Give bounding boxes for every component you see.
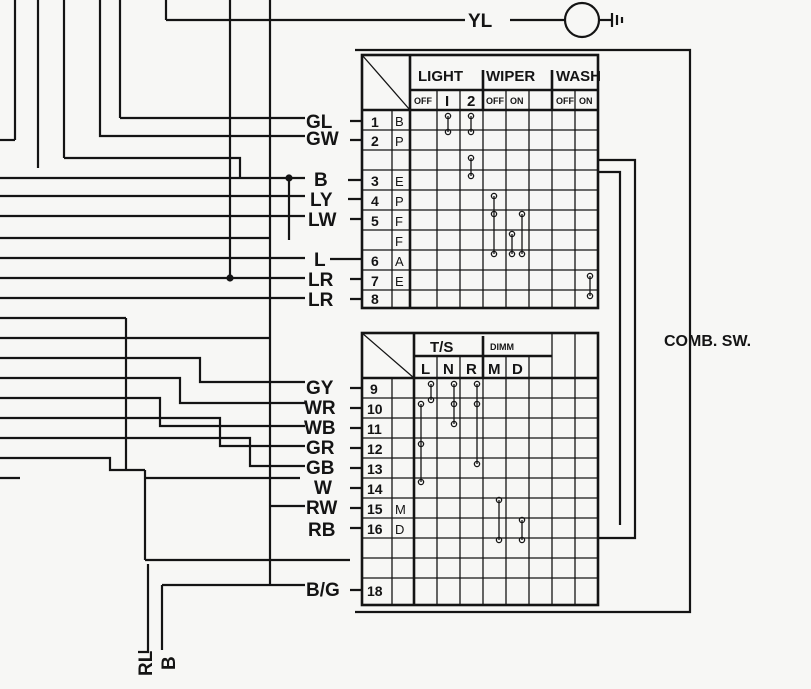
pin-letter: F: [395, 234, 403, 249]
sub-header: 2: [467, 93, 475, 110]
pin-number: 14: [367, 481, 383, 497]
continuity-marks: [417, 380, 526, 544]
wire-label: GR: [306, 438, 335, 459]
sub-header: OFF: [486, 96, 504, 106]
header-ts: T/S: [430, 339, 453, 356]
harness-wires: [0, 0, 465, 654]
pin-letter: P: [395, 134, 404, 149]
wire-label: L: [314, 250, 326, 271]
pin-letter: B: [395, 114, 404, 129]
sub-header: OFF: [556, 96, 574, 106]
pin-number: 13: [367, 461, 383, 477]
pin-number: 2: [371, 133, 379, 149]
pin-letter: F: [395, 214, 403, 229]
sub-header: ON: [510, 96, 524, 106]
pin-letter: E: [395, 174, 404, 189]
pin-number: 7: [371, 273, 379, 289]
wire-label: WB: [304, 418, 336, 439]
pin-letter: P: [395, 194, 404, 209]
sub-header: ON: [579, 96, 593, 106]
sub-header: L: [421, 361, 430, 378]
wire-label: B: [314, 170, 328, 191]
continuity-marks: [444, 112, 594, 300]
header-dimm: DIMM: [490, 342, 514, 352]
comb-switch-label: COMB. SW.: [664, 333, 751, 350]
wire-label: GB: [306, 458, 335, 479]
ground-icon: [610, 13, 624, 27]
header-wiper: WIPER: [486, 68, 535, 85]
pin-number: 12: [367, 441, 383, 457]
wire-label: LY: [310, 190, 333, 211]
sub-header: I: [445, 93, 449, 110]
bottom-switch-table: T/S DIMM L N R M D 9 10 11 12 13 14 15 1…: [360, 331, 600, 607]
pin-number: 15: [367, 501, 383, 517]
wire-label: B/G: [306, 580, 340, 601]
pin-number: 10: [367, 401, 383, 417]
pin-number: 18: [367, 583, 383, 599]
bottom-wire-labels: GY WR WB GR GB W RW RB B/G: [304, 378, 362, 601]
pin-number: 1: [371, 114, 379, 130]
wire-label: LR: [308, 290, 334, 311]
wire-label: RB: [308, 520, 335, 541]
wire-label: GL: [306, 112, 333, 133]
bottom-wire-label-rl: RL: [136, 650, 157, 676]
pin-number: 4: [371, 193, 379, 209]
header-light: LIGHT: [418, 68, 463, 85]
bottom-wire-label-b: B: [159, 656, 180, 670]
wire-label: GY: [306, 378, 334, 399]
top-switch-table: LIGHT WIPER WASH OFF I 2 OFF ON OFF ON 1…: [360, 53, 601, 310]
pin-letter: A: [395, 254, 404, 269]
sub-header: OFF: [414, 96, 432, 106]
pin-letter: D: [395, 522, 404, 537]
top-wire-labels: GL GW B LY LW L LR LR: [306, 112, 362, 311]
pin-number: 16: [367, 521, 383, 537]
pin-number: 5: [371, 213, 379, 229]
comb-switch-outline: [355, 48, 692, 614]
sub-header: D: [512, 361, 523, 378]
pin-number: 3: [371, 173, 379, 189]
wire-label: W: [314, 478, 332, 499]
sub-header: M: [488, 361, 501, 378]
sub-header: R: [466, 361, 477, 378]
pin-number: 9: [370, 381, 378, 397]
wire-label: WR: [304, 398, 336, 419]
pin-number: 6: [371, 253, 379, 269]
wire-label: RW: [306, 498, 337, 519]
pin-letter: E: [395, 274, 404, 289]
header-wash: WASH: [556, 68, 601, 85]
yl-ground-connector: YL: [468, 1, 624, 39]
wire-label: LW: [308, 210, 337, 231]
pin-number: 11: [367, 421, 382, 437]
wire-label: GW: [306, 129, 339, 150]
yl-wire-label: YL: [468, 11, 493, 32]
sub-header: N: [443, 361, 454, 378]
pin-number: 8: [371, 291, 379, 307]
pin-letter: M: [395, 502, 406, 517]
wire-label: LR: [308, 270, 334, 291]
